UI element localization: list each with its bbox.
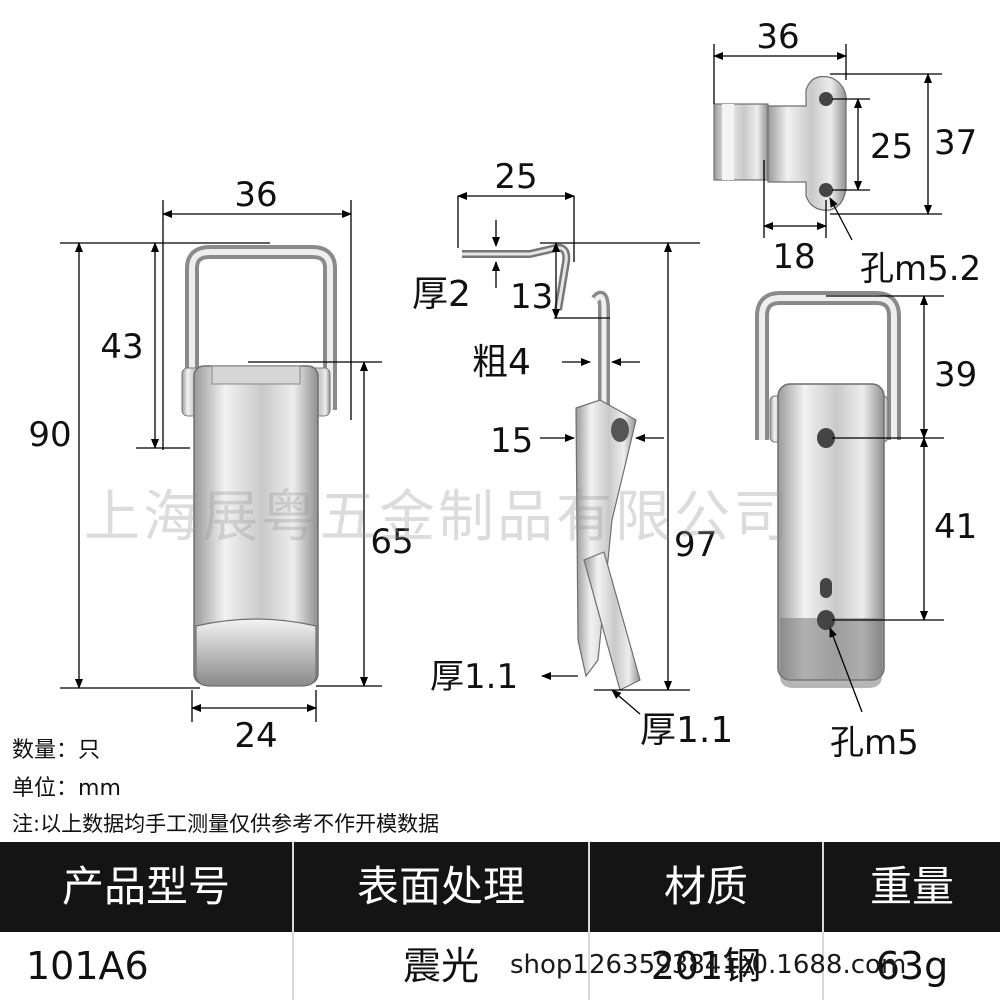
catch-hole: 孔m5.2	[860, 249, 981, 289]
value-material: 201钢	[650, 944, 762, 988]
shop-watermark: shop1263593841z0.1688.com	[510, 950, 907, 980]
side-thickness-bottom: 厚1.1	[640, 710, 733, 751]
header-model: 产品型号	[61, 862, 230, 911]
front-body-height: 65	[370, 522, 413, 562]
unit-label: 单位：	[12, 776, 79, 801]
front-bail-height: 43	[100, 327, 143, 367]
front-view-latch	[181, 245, 337, 687]
back-hole-spacing: 41	[934, 507, 977, 547]
table-divider	[588, 842, 590, 1000]
back-view-dimensions: 39 41 孔m5	[826, 295, 977, 763]
catch-hole-spacing: 25	[870, 127, 913, 167]
measurement-note: 注:以上数据均手工测量仅供参考不作开模数据	[12, 812, 440, 836]
company-watermark: 上海展粤五金制品有限公司	[84, 485, 792, 550]
table-divider	[292, 842, 294, 1000]
side-hook-reach: 25	[494, 157, 537, 197]
back-bail-height: 39	[934, 355, 977, 395]
catch-plate	[713, 75, 847, 211]
side-view-dimensions: 25 厚2 13 粗4 15 97 厚1.1 厚1.1	[412, 157, 733, 751]
side-hook-height: 13	[510, 277, 553, 317]
header-surface: 表面处理	[356, 862, 525, 911]
side-thickness-mid: 厚1.1	[430, 657, 518, 697]
front-view-dimensions: 36 90 43 65 24	[28, 175, 413, 756]
unit-value: mm	[78, 776, 121, 801]
side-wire-dia: 粗4	[472, 342, 531, 383]
value-weight: 63g	[875, 944, 949, 988]
header-weight: 重量	[869, 862, 954, 911]
back-hole: 孔m5	[830, 723, 919, 763]
catch-plate-dimensions: 36 25 37 18 孔m5.2	[713, 17, 981, 289]
front-width-top: 36	[234, 175, 277, 215]
table-divider	[822, 842, 824, 1000]
side-length: 97	[674, 525, 717, 565]
catch-height: 37	[934, 123, 977, 163]
side-offset: 15	[490, 421, 533, 461]
catch-width: 36	[756, 17, 799, 57]
catch-depth: 18	[772, 237, 815, 277]
value-model: 101A6	[26, 944, 149, 988]
qty-label: 数量：只	[12, 738, 101, 763]
spec-table-header: 产品型号 表面处理 材质 重量	[0, 842, 1000, 932]
front-body-width: 24	[234, 716, 277, 756]
unit-line: 单位：mm	[12, 770, 121, 802]
header-material: 材质	[663, 862, 748, 911]
back-view-latch	[755, 291, 901, 688]
spec-table: 产品型号 表面处理 材质 重量 101A6 震光 201钢 63g	[0, 842, 1000, 1000]
front-height-total: 90	[28, 415, 71, 455]
side-thickness-top: 厚2	[412, 274, 471, 315]
value-surface: 震光	[402, 944, 479, 988]
